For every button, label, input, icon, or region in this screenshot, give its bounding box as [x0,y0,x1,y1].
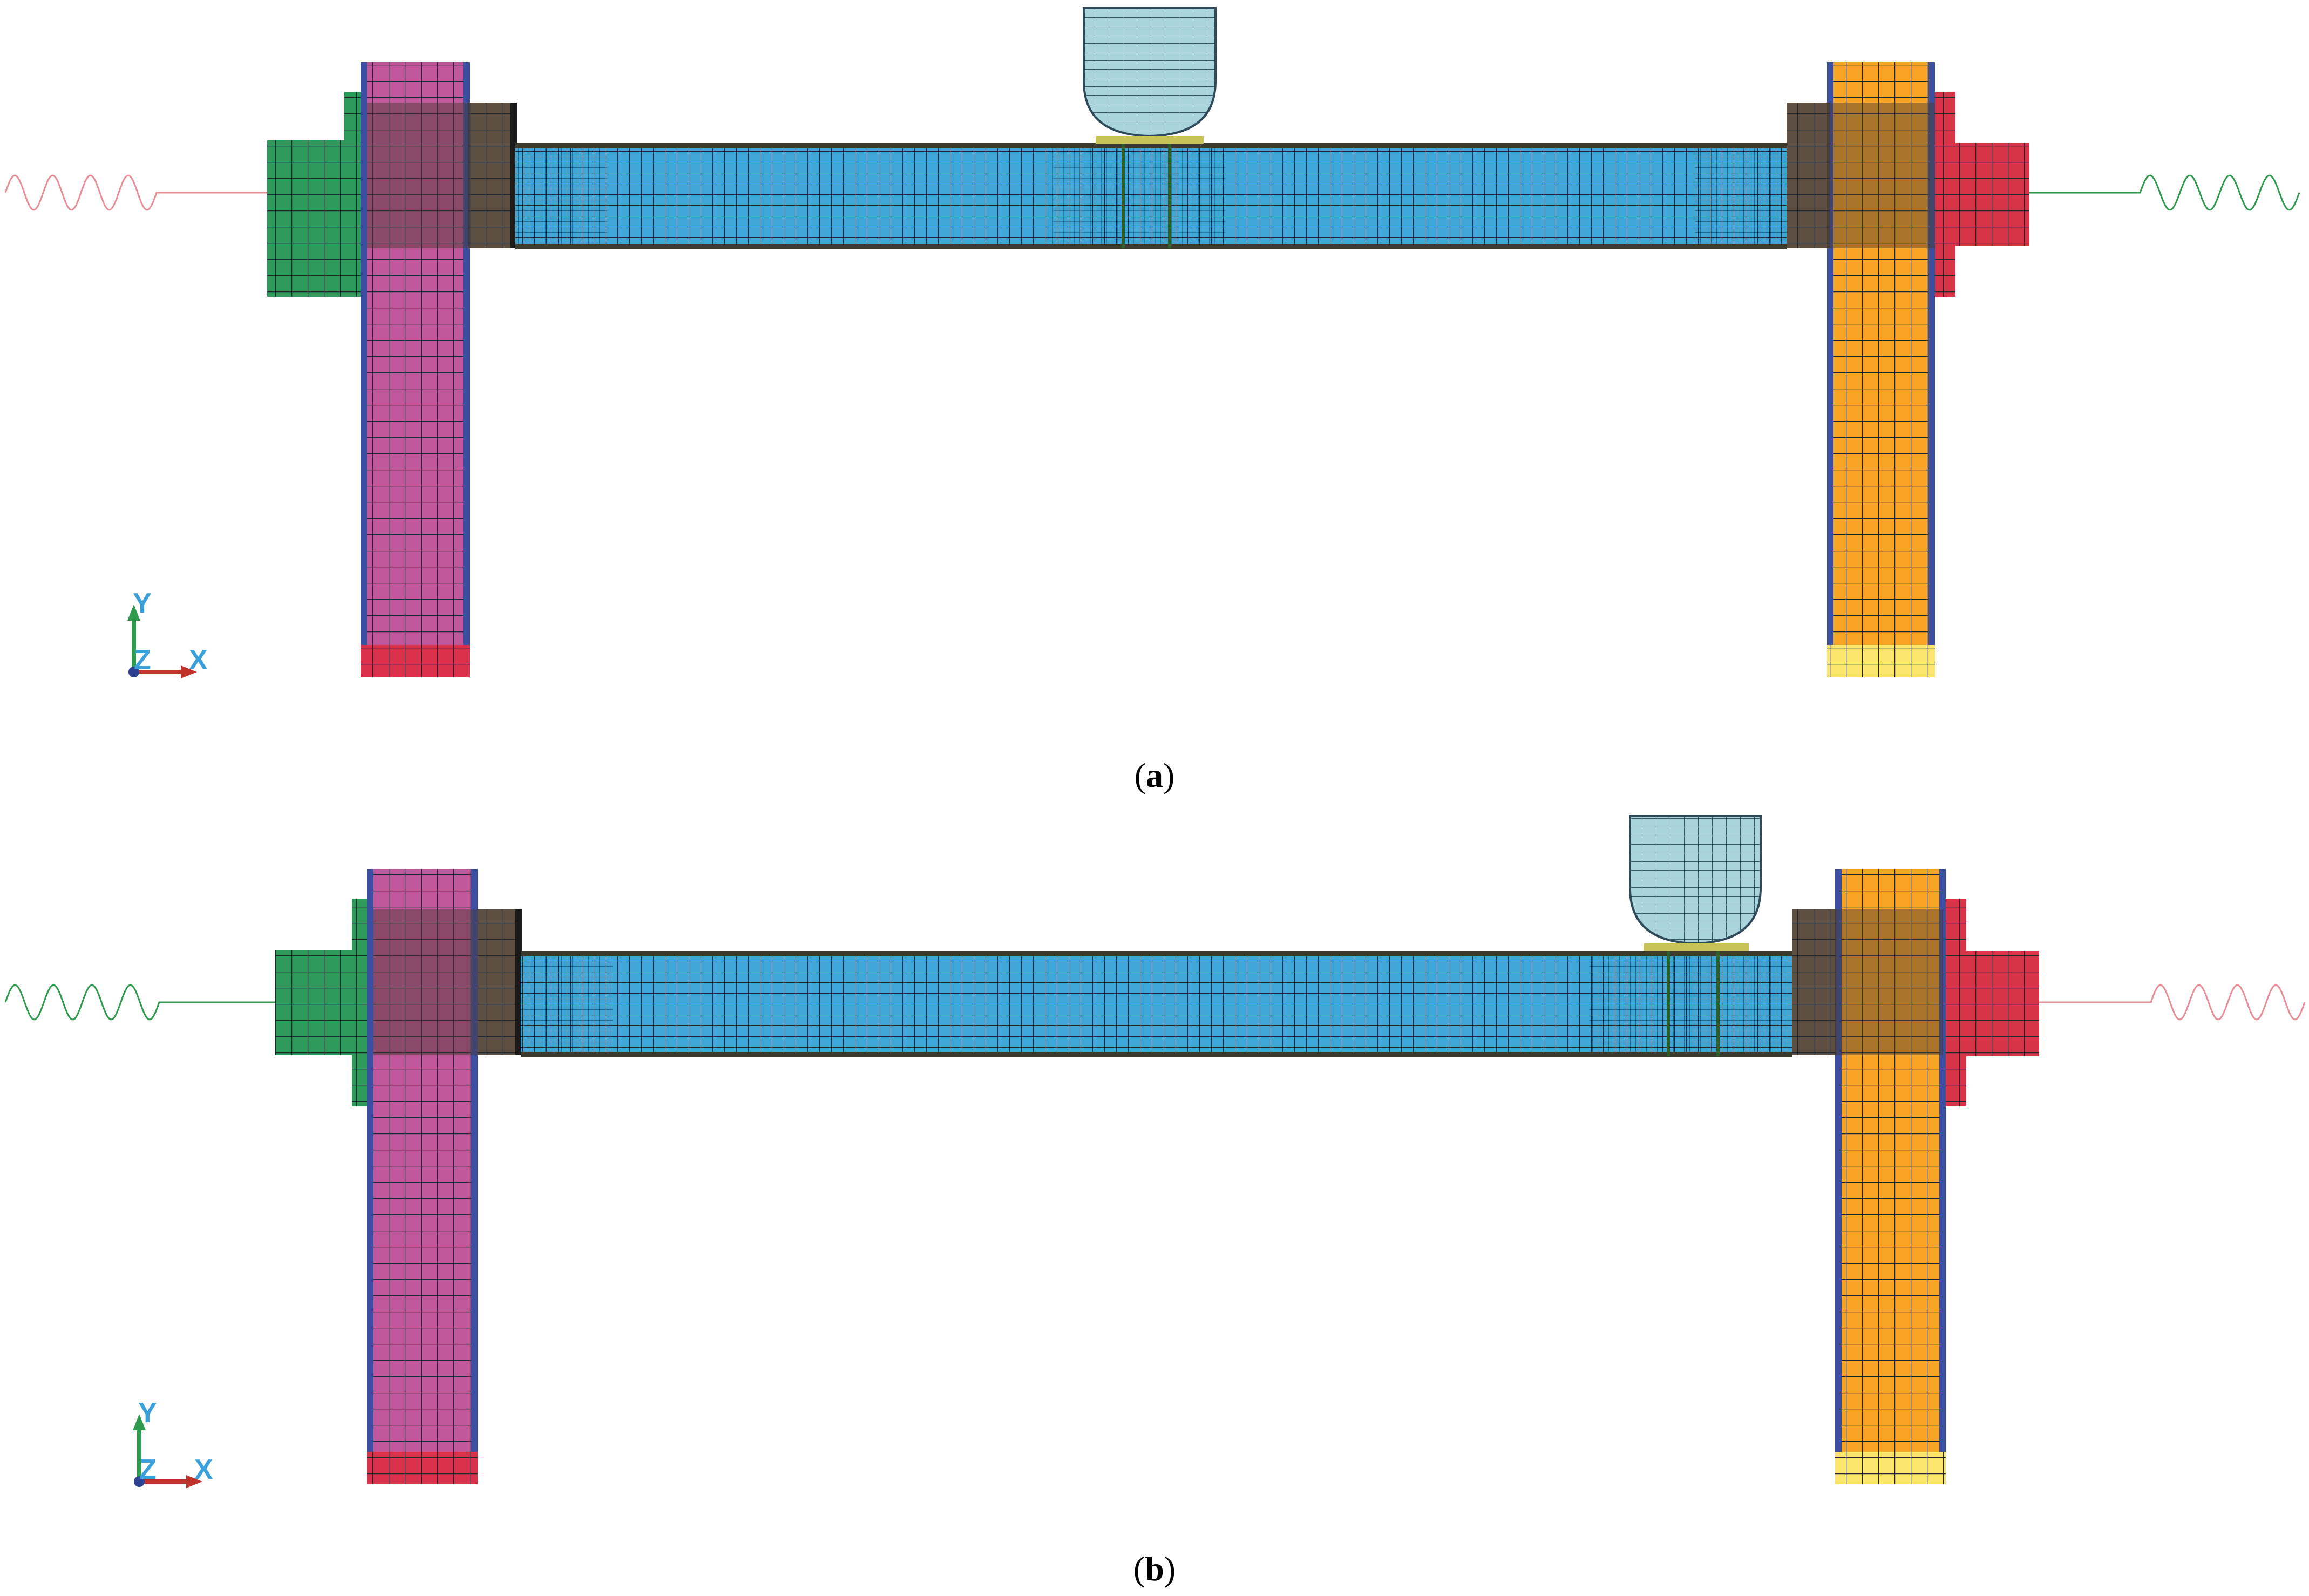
panel-a-diagram: Y Z X [4,7,2300,678]
caption-a: (a) [1134,756,1175,794]
axis-z-label: Z [139,1454,157,1485]
caption-a-letter: a [1146,756,1163,794]
beam [521,951,1792,1057]
impactor [1629,815,1762,951]
right-support [1792,869,2039,1484]
left-spring [4,174,267,211]
panel-b-diagram: Y Z X [4,815,2306,1488]
beam [515,143,1787,249]
axis-y-label: Y [133,588,152,619]
left-support [267,62,517,677]
left-spring [4,984,275,1021]
right-support [1787,62,2029,677]
left-support [275,869,522,1484]
caption-b-letter: b [1145,1550,1164,1588]
impactor [1083,7,1217,144]
caption-b: (b) [1133,1550,1176,1588]
axis-z-label: Z [134,644,151,676]
axis-x-label: X [194,1454,213,1485]
axis-x-label: X [189,644,208,676]
axis-y-label: Y [138,1397,157,1429]
right-spring [2039,984,2306,1021]
right-spring [2029,174,2300,211]
axis-triad-icon: Y Z X [127,588,208,678]
axis-triad-icon: Y Z X [133,1397,213,1488]
